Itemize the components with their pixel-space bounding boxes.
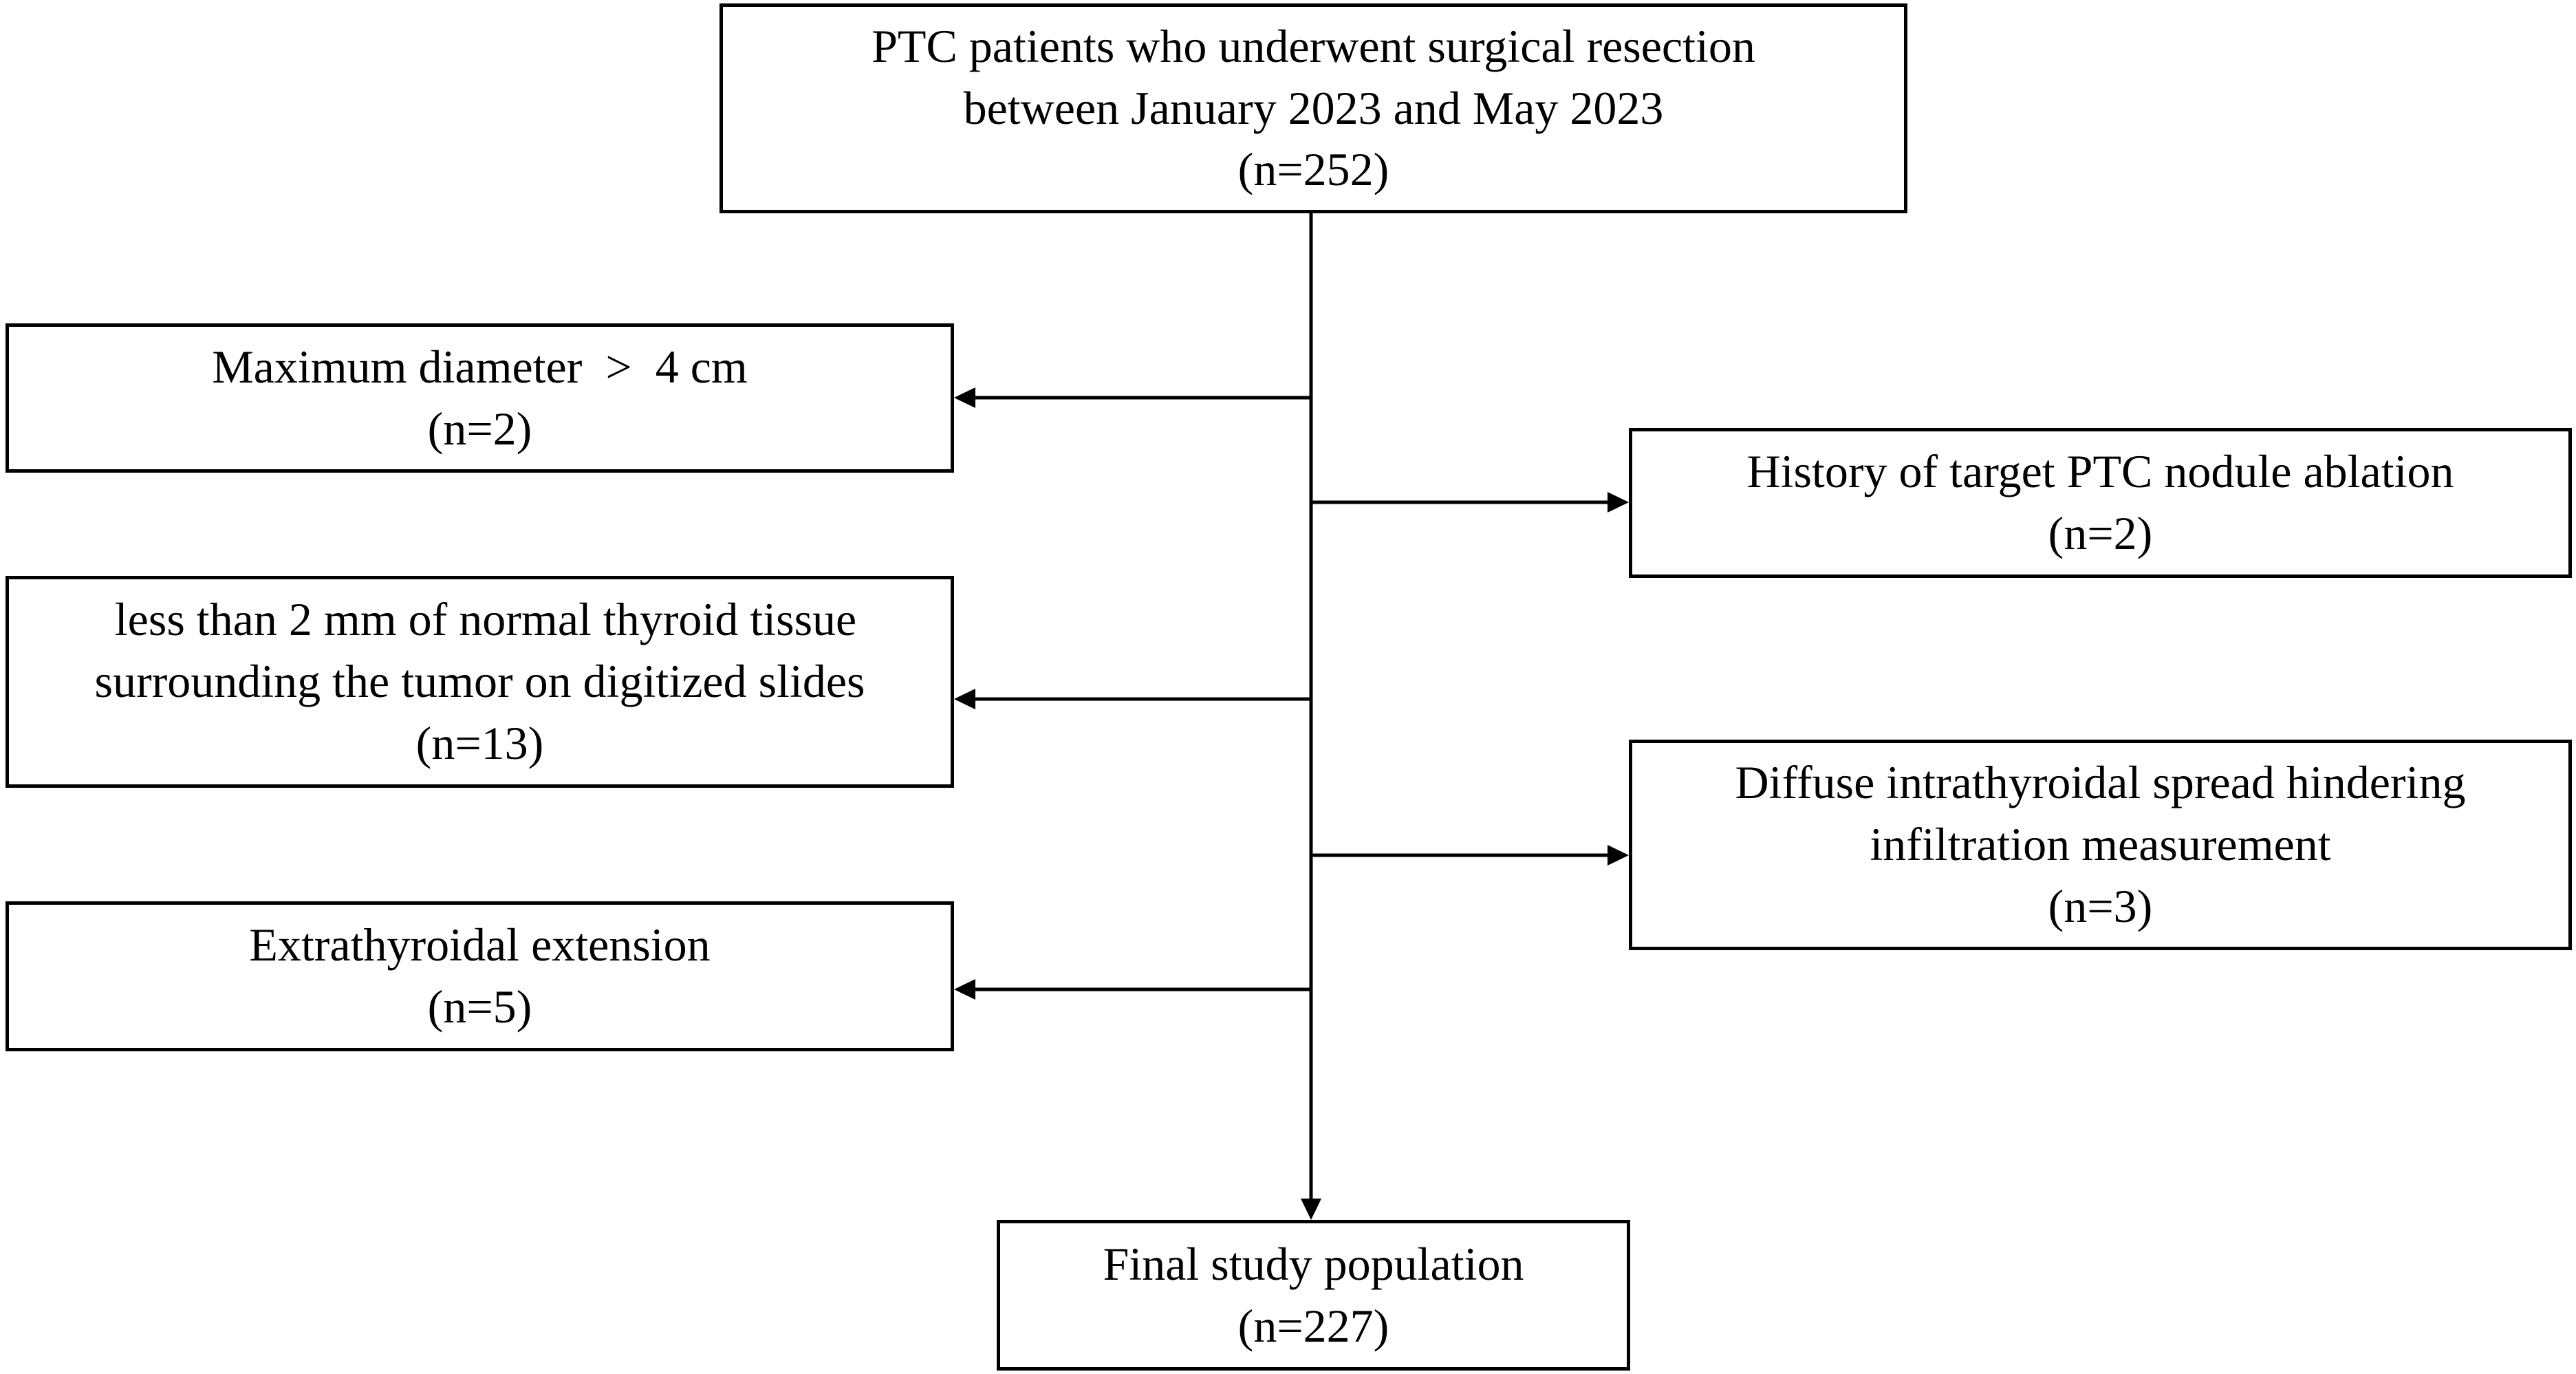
arrow-left-1 — [954, 387, 975, 408]
arrow-to-final — [1301, 1199, 1321, 1220]
final-population-box: Final study population (n=227) — [997, 1220, 1630, 1371]
exclusion-count: (n=5) — [427, 980, 532, 1033]
final-count: (n=227) — [1237, 1299, 1389, 1352]
exclusion-count: (n=2) — [427, 402, 532, 455]
exclusion-label: Diffuse intrathyroidal spread hindering — [1735, 756, 2466, 809]
exclusion-box-extrathyroidal-extension: Extrathyroidal extension (n=5) — [6, 901, 954, 1051]
exclusion-label: Maximum diameter > 4 cm — [212, 340, 748, 393]
start-line-1: PTC patients who underwent surgical rese… — [872, 19, 1755, 72]
exclusion-label: Extrathyroidal extension — [249, 919, 711, 972]
final-label: Final study population — [1103, 1237, 1524, 1290]
arrow-left-2 — [954, 689, 975, 709]
exclusion-count: (n=13) — [415, 716, 544, 769]
exclusion-box-normal-tissue-margin: less than 2 mm of normal thyroid tissue … — [6, 576, 954, 788]
exclusion-box-ablation-history: History of target PTC nodule ablation (n… — [1629, 428, 2572, 578]
arrow-right-2 — [1608, 845, 1629, 866]
exclusion-box-max-diameter: Maximum diameter > 4 cm (n=2) — [6, 323, 954, 473]
start-population-box: PTC patients who underwent surgical rese… — [719, 3, 1907, 213]
start-count: (n=252) — [1237, 143, 1389, 196]
exclusion-label: surrounding the tumor on digitized slide… — [94, 655, 865, 708]
arrow-left-3 — [954, 979, 975, 1000]
start-line-2: between January 2023 and May 2023 — [963, 81, 1664, 134]
exclusion-label: less than 2 mm of normal thyroid tissue — [102, 593, 857, 646]
exclusion-count: (n=3) — [2048, 879, 2153, 932]
exclusion-count: (n=2) — [2048, 507, 2153, 559]
arrow-right-1 — [1608, 492, 1629, 513]
exclusion-box-diffuse-spread: Diffuse intrathyroidal spread hindering … — [1629, 740, 2572, 950]
exclusion-label: infiltration measurement — [1870, 818, 2331, 871]
exclusion-label: History of target PTC nodule ablation — [1746, 445, 2454, 498]
